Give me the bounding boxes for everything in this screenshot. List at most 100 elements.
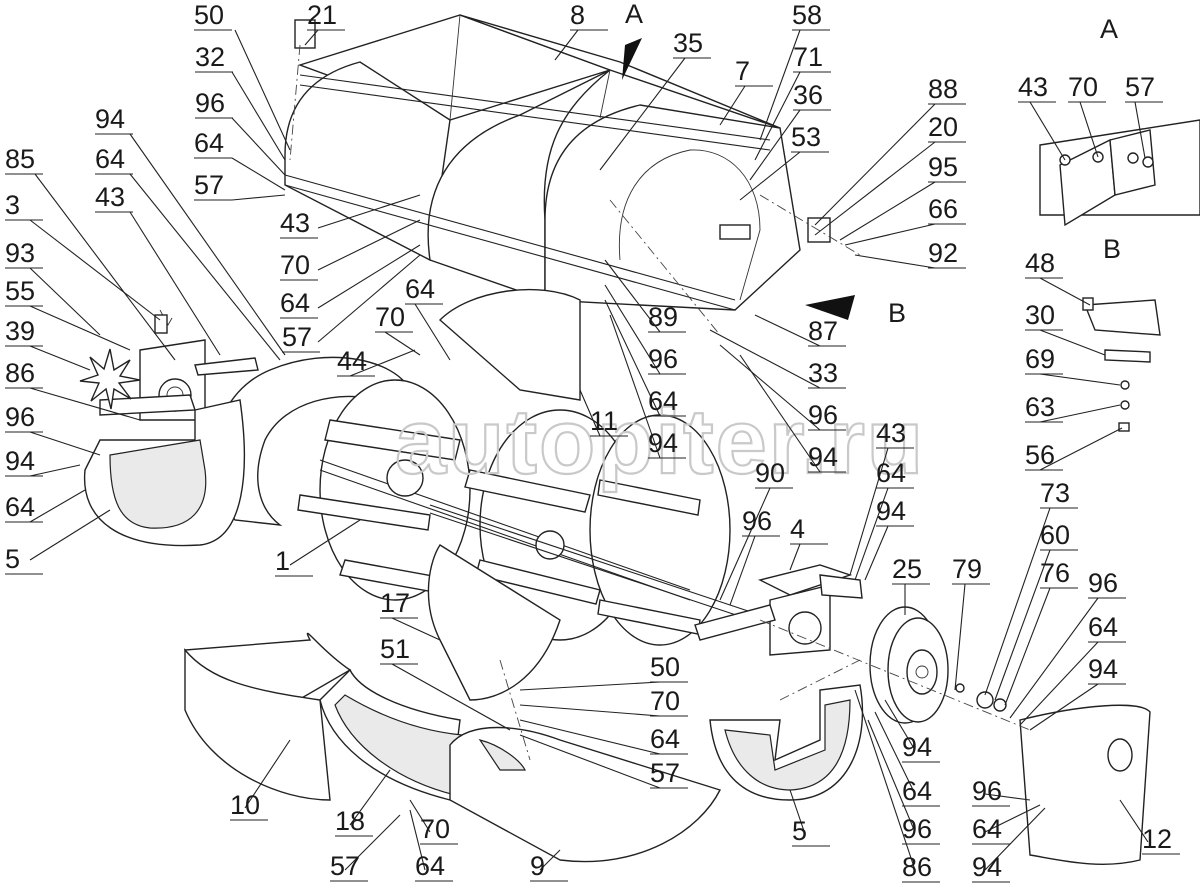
part-number-label: 64 xyxy=(650,724,680,754)
leader-line xyxy=(234,29,291,151)
part-number-label: 30 xyxy=(1025,300,1055,330)
leader-line xyxy=(814,103,936,226)
assembly-axes xyxy=(289,44,1031,761)
leader-line xyxy=(129,133,286,356)
leader-line xyxy=(1079,101,1099,158)
leader-line xyxy=(384,331,421,356)
part-number-label: 5 xyxy=(792,816,807,846)
leader-line xyxy=(854,689,916,871)
part-number-label: 90 xyxy=(755,458,785,488)
leader-line xyxy=(1134,101,1146,159)
leader-line xyxy=(864,525,889,581)
part-number-label: 57 xyxy=(282,322,312,352)
leader-line xyxy=(129,211,221,356)
leader-line xyxy=(604,299,661,417)
leader-line xyxy=(349,349,416,377)
left-bearing-assembly xyxy=(79,309,259,547)
leader-line xyxy=(519,681,661,691)
leader-line xyxy=(129,173,281,361)
part-number-label: 64 xyxy=(648,386,678,416)
part-number-label: 64 xyxy=(972,814,1002,844)
leader-line xyxy=(1019,641,1099,726)
leader-line xyxy=(1029,101,1066,161)
leader-line xyxy=(849,447,889,576)
detail-view-b xyxy=(1082,297,1161,432)
part-number-label: 76 xyxy=(1040,558,1070,588)
leader-line xyxy=(884,699,916,751)
leader-line xyxy=(519,719,661,755)
part-number-label: 11 xyxy=(590,406,618,436)
leader-line xyxy=(317,244,421,309)
leader-line xyxy=(349,769,391,826)
part-number-label: 43 xyxy=(280,208,310,238)
part-number-label: 43 xyxy=(1018,72,1048,102)
leader-line xyxy=(29,219,161,321)
part-number-label: 18 xyxy=(335,806,365,836)
leader-line xyxy=(719,85,746,126)
part-number-label: 88 xyxy=(928,74,958,104)
part-number-label: 92 xyxy=(928,238,958,268)
part-number-label: 63 xyxy=(1025,392,1055,422)
part-number-label: 64 xyxy=(1088,612,1118,642)
part-number-label: 50 xyxy=(650,652,680,682)
part-number-label: 17 xyxy=(380,588,410,618)
part-number-label: 96 xyxy=(195,88,225,118)
leader-line xyxy=(854,254,936,269)
part-number-label: 93 xyxy=(5,238,35,268)
part-number-label: 96 xyxy=(1088,568,1118,598)
part-number-label: 3 xyxy=(5,190,20,220)
leader-line xyxy=(1009,597,1099,719)
leader-line xyxy=(604,284,661,375)
leader-line xyxy=(1004,587,1051,706)
detail-b-header: B xyxy=(1103,234,1121,264)
part-number-label: 94 xyxy=(95,104,125,134)
part-number-label: 66 xyxy=(928,194,958,224)
leader-line xyxy=(954,583,966,691)
part-number-label: 20 xyxy=(928,112,958,142)
part-number-label: 64 xyxy=(902,776,932,806)
part-number-label: 96 xyxy=(902,814,932,844)
leader-line xyxy=(317,219,421,271)
leader-line xyxy=(984,793,1031,801)
part-number-label: 12 xyxy=(1142,824,1172,854)
part-number-label: 96 xyxy=(808,400,838,430)
leader-line xyxy=(789,789,806,835)
leader-line xyxy=(839,181,936,241)
leader-line xyxy=(789,543,801,571)
leader-lines xyxy=(5,29,1180,883)
leader-line xyxy=(1029,683,1099,731)
part-number-label: 48 xyxy=(1025,248,1055,278)
leader-line xyxy=(984,807,1046,871)
part-number-label: 94 xyxy=(876,496,906,526)
part-number-label: 94 xyxy=(648,428,678,458)
leader-line xyxy=(304,29,319,46)
part-number-label: 39 xyxy=(5,316,35,346)
leader-line xyxy=(231,157,286,191)
leader-line xyxy=(854,487,889,581)
part-number-label: 64 xyxy=(280,288,310,318)
leader-line xyxy=(519,734,661,789)
part-number-label: 86 xyxy=(902,852,932,882)
part-number-label: 96 xyxy=(742,506,772,536)
part-number-label: 21 xyxy=(307,0,337,30)
part-number-label: 64 xyxy=(5,492,35,522)
leader-line xyxy=(1039,373,1121,386)
part-number-label: 32 xyxy=(195,42,225,72)
part-number-label: 64 xyxy=(194,128,224,158)
part-number-label: 70 xyxy=(375,302,405,332)
leader-line xyxy=(29,345,91,371)
leader-line xyxy=(231,117,286,176)
part-number-label: 8 xyxy=(570,0,585,30)
part-number-label: 50 xyxy=(194,0,224,30)
leader-line xyxy=(754,71,801,161)
part-number-label: 89 xyxy=(648,302,678,332)
part-number-label: 69 xyxy=(1025,344,1055,374)
detail-a-header: A xyxy=(1100,14,1118,44)
part-number-label: 79 xyxy=(952,554,982,584)
part-number-label: 53 xyxy=(791,122,821,152)
view-arrows xyxy=(622,38,855,320)
part-number-label: 70 xyxy=(420,814,450,844)
part-number-label: 64 xyxy=(95,144,125,174)
